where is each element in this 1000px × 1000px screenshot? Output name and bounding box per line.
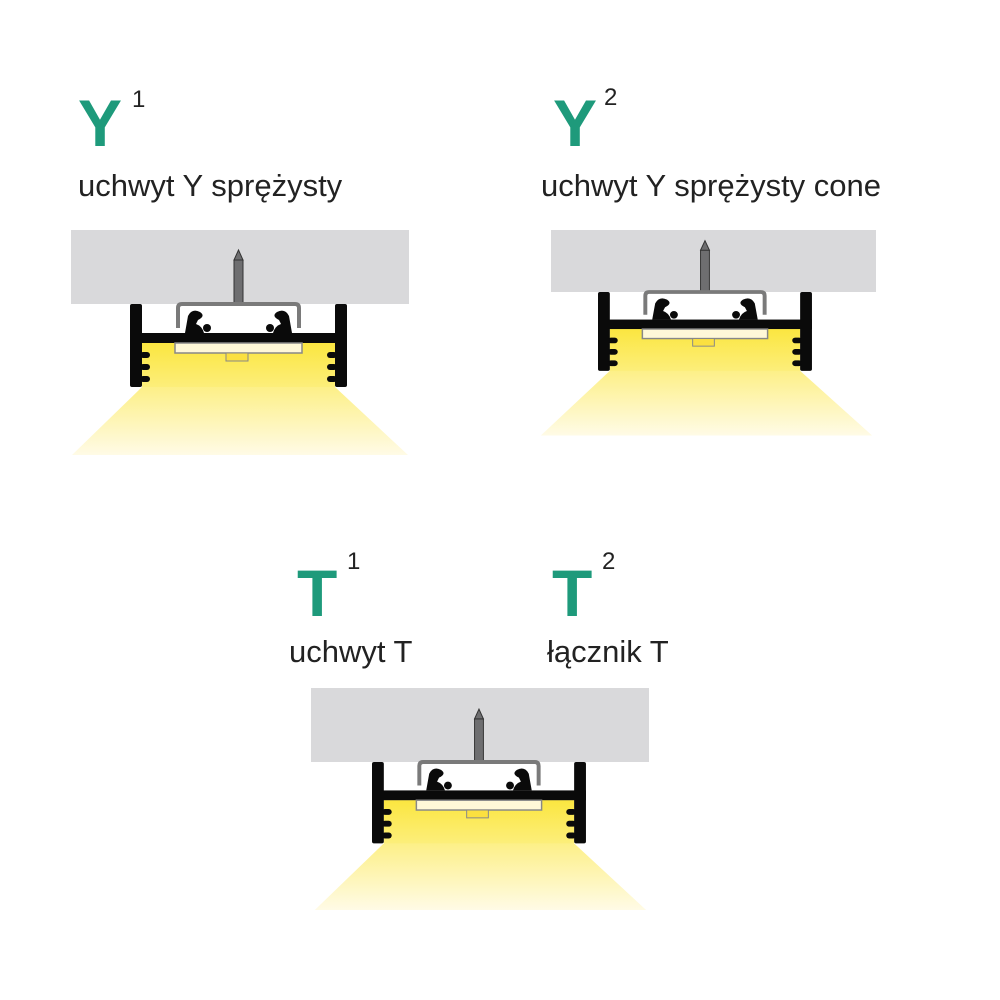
variant-y1-letter: Y [78, 86, 123, 160]
diagram-t [311, 688, 649, 912]
ceiling [551, 230, 876, 292]
variant-y1-label: uchwyt Y sprężysty [78, 168, 343, 203]
variant-t2-index: 2 [602, 548, 616, 575]
diagram-y1 [70, 230, 410, 457]
diagram-y2 [538, 230, 876, 438]
variant-t1-index: 1 [347, 548, 361, 575]
variant-y2-label: uchwyt Y sprężysty cone [541, 168, 882, 203]
variant-y1-index: 1 [132, 86, 146, 113]
variant-y2-index: 2 [604, 84, 618, 111]
variant-t1-letter: T [297, 556, 338, 630]
variant-y2-letter: Y [553, 86, 598, 160]
variant-t2-label: łącznik T [547, 634, 669, 669]
variant-t1-label: uchwyt T [289, 634, 413, 669]
variant-t2-letter: T [552, 556, 593, 630]
